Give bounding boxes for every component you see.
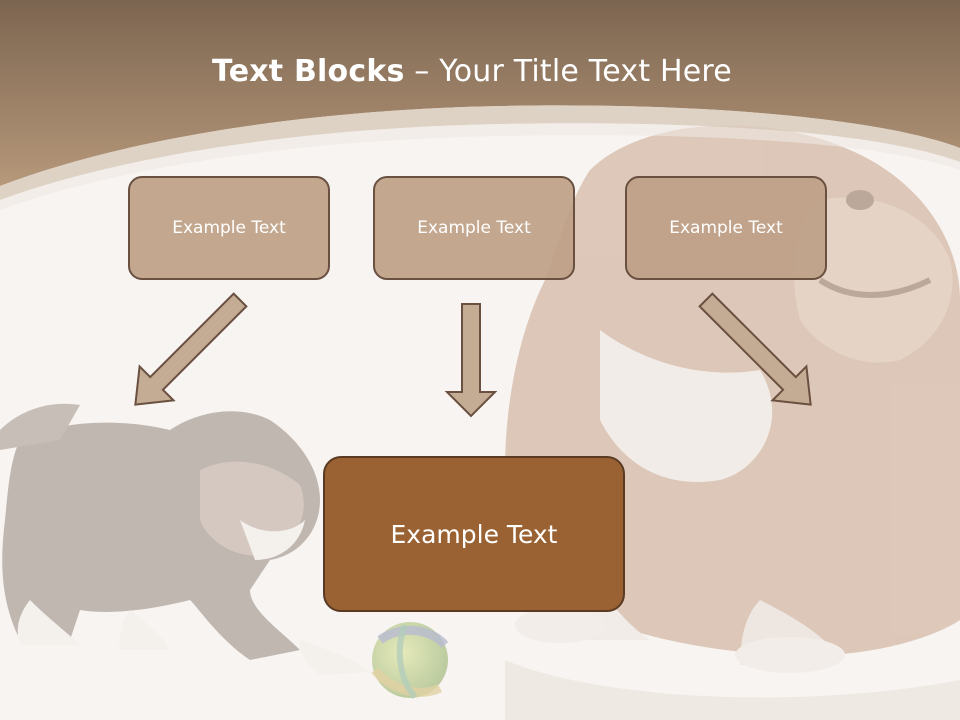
title-bold: Text Blocks: [212, 54, 405, 89]
text-block-left-label: Example Text: [172, 218, 286, 238]
text-block-left[interactable]: Example Text: [128, 176, 330, 280]
text-block-main-label: Example Text: [390, 519, 558, 549]
text-block-center[interactable]: Example Text: [373, 176, 575, 280]
text-block-right[interactable]: Example Text: [625, 176, 827, 280]
text-block-main[interactable]: Example Text: [323, 456, 625, 612]
kitten-image: [0, 403, 370, 675]
text-block-right-label: Example Text: [669, 218, 783, 238]
arrow-center-icon: [444, 303, 498, 418]
text-block-center-label: Example Text: [417, 218, 531, 238]
arrow-left-icon: [134, 292, 248, 406]
slide-title: Text Blocks – Your Title Text Here: [0, 54, 944, 89]
title-rest: – Your Title Text Here: [404, 54, 732, 89]
header-band: [0, 0, 960, 210]
ball-image: [371, 622, 449, 699]
arrow-right-icon: [698, 292, 812, 406]
